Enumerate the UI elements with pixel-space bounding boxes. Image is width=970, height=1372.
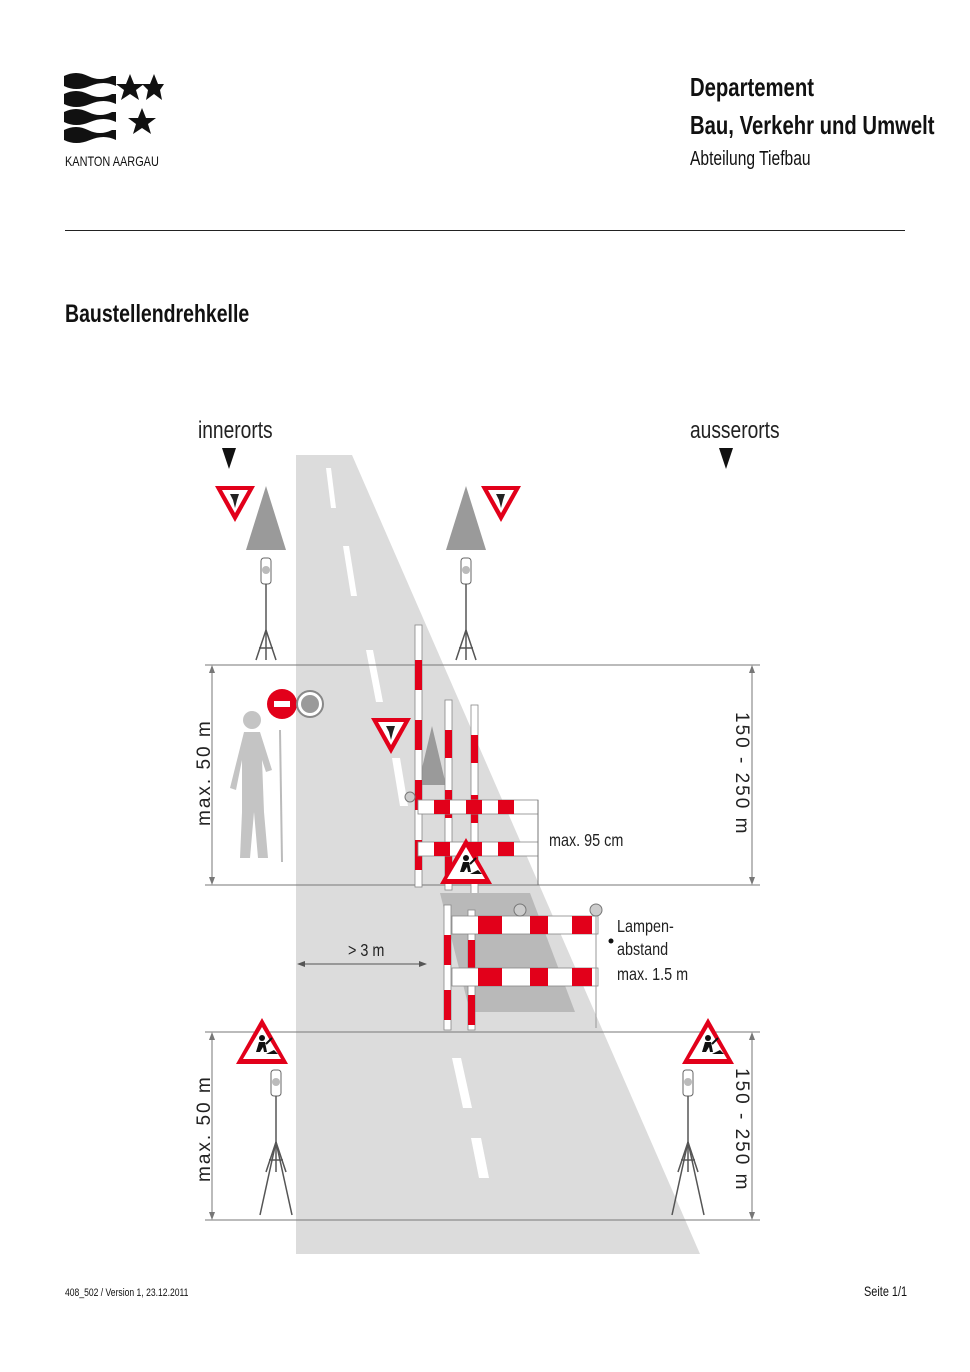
lane-markings (326, 468, 489, 1178)
distance-guides (205, 664, 760, 1221)
document-reference: 408_502 / Version 1, 23.12.2011 (65, 1287, 189, 1299)
label-dist-right-bottom: 150 - 250 m (731, 1068, 752, 1191)
barrier-boards (404, 791, 539, 885)
label-lamp-spacing-1: Lampen- (617, 917, 674, 937)
lower-barrier-boards (451, 903, 614, 1028)
lamp-stand-right (455, 557, 477, 661)
warning-sign-right (681, 1017, 735, 1065)
header-divider (65, 230, 905, 231)
department-name: Bau, Verkehr und Umwelt (690, 110, 935, 140)
grey-triangle-right (446, 486, 486, 550)
label-barrier-height: max. 95 cm (549, 831, 623, 851)
lamp-stand-bottom-left (265, 1069, 287, 1173)
page-number: Seite 1/1 (864, 1283, 908, 1299)
label-dist-left-top: max. 50 m (194, 719, 215, 826)
warning-sign-left (235, 1017, 289, 1065)
label-lamp-spacing-2: abstand (617, 940, 668, 960)
lamp-stand-bottom-right (677, 1069, 699, 1173)
lamp-stand-left (255, 557, 277, 661)
label-dist-left-bottom: max. 50 m (194, 1075, 215, 1182)
page-title: Baustellendrehkelle (65, 300, 250, 328)
end-restriction-sign (296, 690, 324, 718)
flagman-figure (230, 711, 283, 863)
yield-sign-left (215, 486, 255, 522)
department-title: Departement (690, 72, 814, 102)
arrow-down-icon (719, 448, 733, 469)
label-ausserorts: ausserorts (690, 416, 780, 444)
label-lamp-spacing-3: max. 1.5 m (617, 965, 688, 985)
grey-triangle-left (246, 486, 286, 550)
kanton-aargau-logo (64, 73, 164, 143)
arrow-down-icon (222, 448, 236, 469)
label-dist-right-top: 150 - 250 m (731, 712, 752, 835)
label-lateral-distance: > 3 m (348, 941, 384, 961)
no-entry-sign (267, 689, 297, 719)
label-innerorts: innerorts (198, 416, 273, 444)
star-icon (116, 74, 164, 134)
logo-text: KANTON AARGAU (65, 153, 159, 169)
waves-icon (64, 73, 116, 143)
yield-sign-right (481, 486, 521, 522)
division-name: Abteilung Tiefbau (690, 148, 811, 170)
